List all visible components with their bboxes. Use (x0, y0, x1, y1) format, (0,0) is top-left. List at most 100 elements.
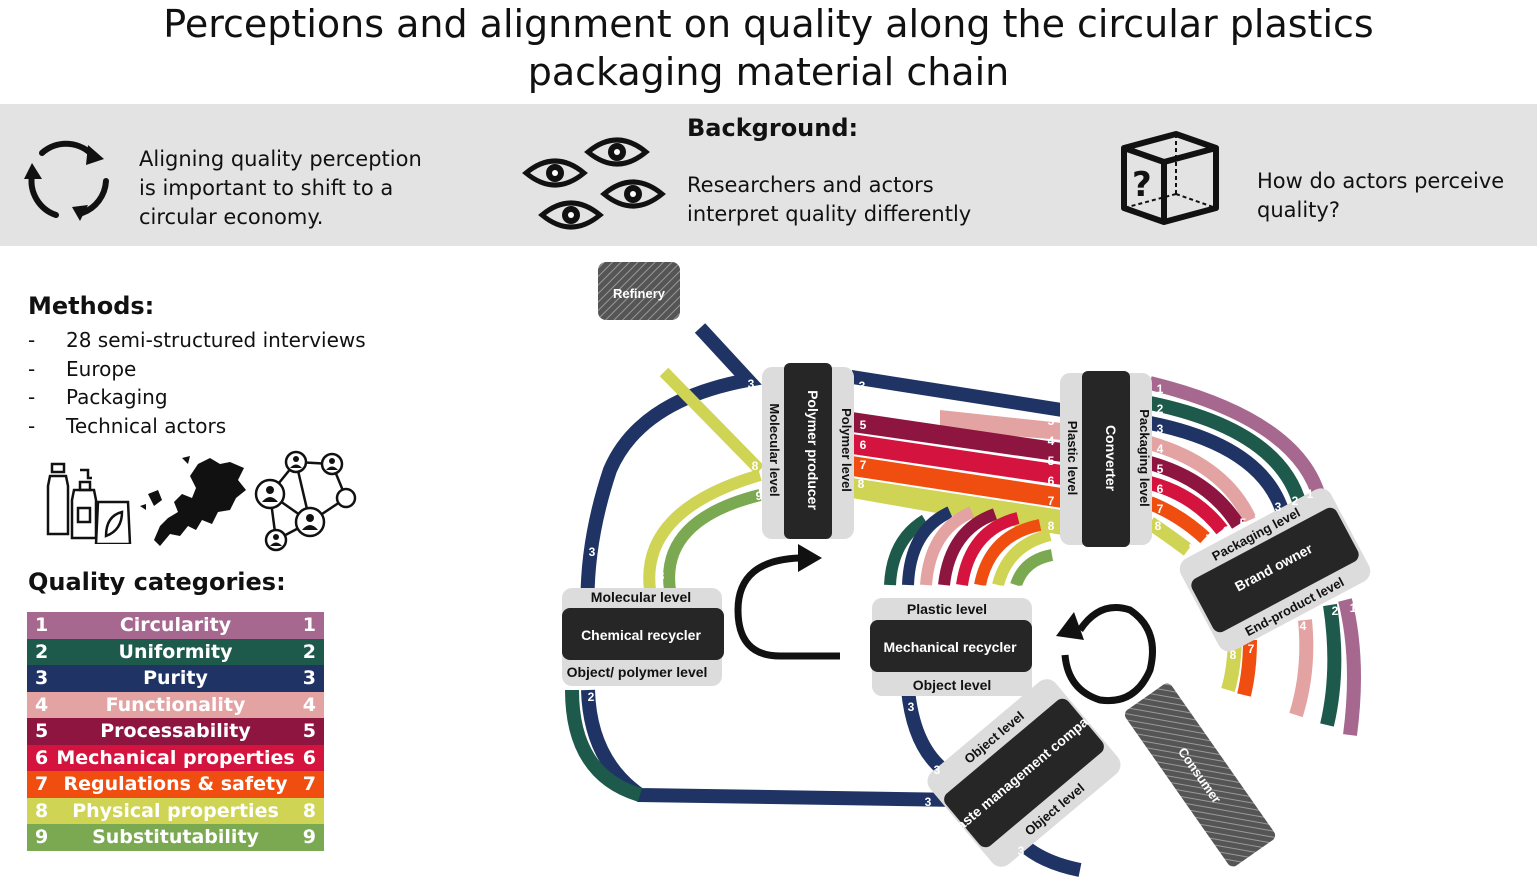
band-number: 3 (1157, 422, 1164, 436)
mechanical-plastic-level-label: Plastic level (907, 601, 987, 617)
band-number: 8 (999, 583, 1006, 597)
band-number: 3 (934, 763, 941, 777)
background-right-text: How do actors perceive quality? (1257, 167, 1504, 225)
band-number: 2 (1332, 604, 1339, 618)
background-right-line-1: How do actors perceive (1257, 169, 1505, 193)
band-number: 5 (1240, 516, 1247, 530)
band-number: 6 (1048, 474, 1055, 488)
band-number: 9 (677, 572, 684, 586)
band-number: 4 (1048, 434, 1055, 448)
converter-label: Converter (1103, 425, 1119, 492)
eyes-icon (522, 137, 666, 230)
band-number: 3 (606, 690, 613, 704)
quality-category-number-right: 8 (302, 799, 316, 822)
packaging-level-label: Packaging level (1137, 409, 1152, 507)
refinery-label: Refinery (613, 286, 666, 301)
polymer-to-converter-bands (852, 370, 1062, 535)
brand-to-consumer-arcs (1221, 598, 1361, 736)
band-number: 5 (1157, 462, 1164, 476)
chemical-molecular-level-label: Molecular level (591, 589, 691, 605)
quality-category-label: Uniformity (118, 640, 233, 663)
band-number: 7 (860, 458, 867, 472)
polymer-level-label: Polymer level (839, 408, 854, 492)
band-number: 8 (858, 477, 865, 491)
band-number: 1 (1350, 601, 1357, 615)
methods-item: -Technical actors (28, 413, 227, 438)
quality-category-label: Substitutability (92, 826, 259, 848)
europe-map-icon (140, 456, 246, 546)
mechanical-object-level-label: Object level (913, 677, 992, 693)
refinery-node: Refinery (598, 262, 680, 320)
converter-to-brand-arcs (1146, 376, 1327, 556)
band-number: 9 (1018, 583, 1025, 597)
quality-category-label: Mechanical properties (56, 746, 295, 769)
methods-heading: Methods: (28, 292, 155, 320)
quality-category-number: 9 (35, 826, 49, 848)
band-number: 2 (890, 583, 897, 597)
band-number: 7 (1248, 642, 1255, 656)
band-number: 3 (589, 545, 596, 559)
background-heading: Background: (687, 114, 859, 142)
chemical-object-level-label: Object/ polymer level (567, 664, 708, 680)
loop-arrow-right-icon (1056, 604, 1156, 705)
background-left-line-2: is important to shift to a (139, 176, 394, 200)
quality-category-row: 7 Regulations & safety 7 (27, 771, 324, 798)
methods-item-text: Packaging (66, 385, 168, 409)
quality-category-number: 8 (35, 799, 49, 822)
methods-item: -28 semi-structured interviews (28, 328, 366, 352)
band-number: 2 (588, 690, 595, 704)
chemical-recycler-flow (643, 367, 765, 591)
quality-category-number-right: 7 (302, 773, 316, 795)
band-number: 6 (860, 438, 867, 452)
plastic-level-label: Plastic level (1065, 421, 1080, 495)
band-number: 8 (752, 459, 759, 473)
background-left-text: Aligning quality perception is important… (139, 145, 422, 232)
packaging-bottles-icon (46, 462, 132, 544)
band-number: 4 (1255, 508, 1262, 522)
quality-category-number: 6 (35, 746, 49, 769)
mechanical-recycler-label: Mechanical recycler (883, 639, 1017, 655)
quality-category-label: Physical properties (72, 799, 279, 822)
quality-category-label: Purity (143, 667, 208, 689)
chemical-recycler-label: Chemical recycler (581, 627, 701, 643)
band-number: 3 (1018, 844, 1025, 858)
background-left-line-1: Aligning quality perception (139, 147, 422, 171)
band-number: 3 (1048, 414, 1055, 428)
background-right-line-2: quality? (1257, 198, 1340, 222)
quality-category-number-right: 4 (302, 693, 316, 716)
band-number: 3 (925, 795, 932, 809)
band-number: 2 (1157, 402, 1164, 416)
band-number: 7 (1157, 502, 1164, 516)
methods-item: -Europe (28, 356, 137, 381)
mechanical-recycler-node: Plastic level Mechanical recycler Object… (870, 598, 1032, 696)
band-number: 3 (748, 377, 755, 391)
molecular-level-label: Molecular level (767, 403, 782, 496)
band-number: 8 (1155, 519, 1162, 533)
band-number: 2 (1292, 494, 1299, 508)
quality-category-number: 5 (35, 720, 49, 742)
quality-category-number: 3 (35, 667, 49, 689)
band-number: 7 (981, 583, 988, 597)
background-middle-line-1: Researchers and actors (687, 173, 934, 197)
band-number: 5 (860, 418, 867, 432)
methods-item-text: Technical actors (66, 413, 227, 438)
band-number: 1 (1157, 382, 1164, 396)
quality-category-row: 8 Physical properties 8 (27, 797, 324, 824)
loop-arrow-left-icon (734, 544, 840, 660)
network-people-icon (254, 450, 357, 552)
quality-category-number-right: 5 (302, 720, 316, 742)
quality-category-label: Regulations & safety (63, 773, 288, 795)
svg-text:?: ? (1132, 165, 1152, 205)
converter-node: Converter Plastic level Packaging level (1060, 371, 1152, 547)
background-middle-line-2: interpret quality differently (687, 202, 972, 226)
band-number: 4 (1300, 619, 1307, 633)
quality-category-number: 2 (35, 640, 49, 663)
band-number: 3 (1275, 500, 1282, 514)
quality-category-number: 7 (35, 773, 49, 795)
